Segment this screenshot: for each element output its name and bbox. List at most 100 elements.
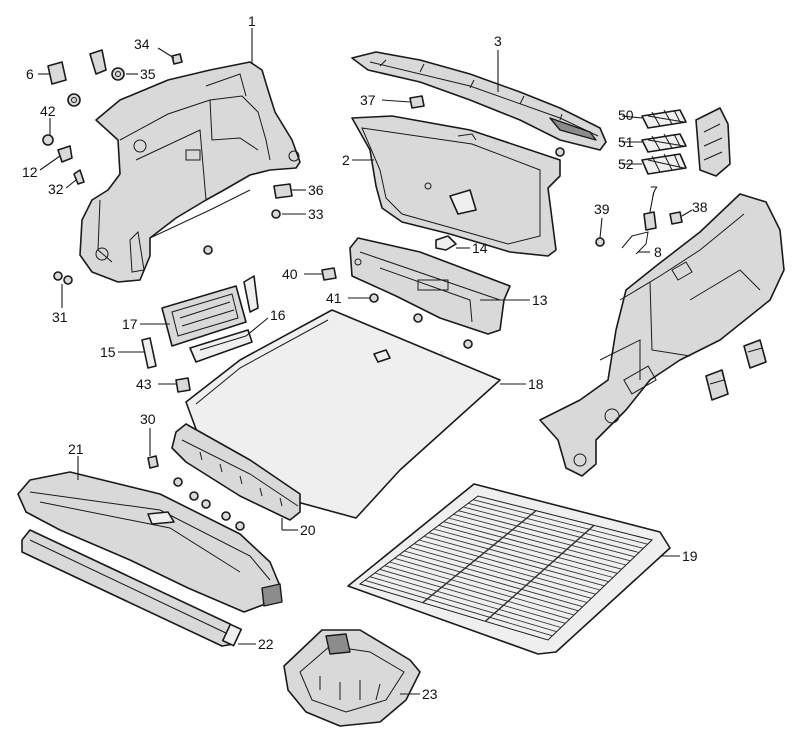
callout-3: 3 bbox=[494, 33, 502, 49]
mat-rib bbox=[453, 513, 631, 562]
callout-38: 38 bbox=[692, 199, 708, 215]
mat-rib bbox=[428, 532, 609, 583]
callout-39: 39 bbox=[594, 201, 610, 217]
mat-rib bbox=[418, 539, 601, 591]
mat-rib bbox=[413, 543, 596, 595]
mat-seam bbox=[422, 510, 537, 604]
callout-17: 17 bbox=[122, 316, 138, 332]
fastener-40 bbox=[321, 267, 337, 281]
callout-30: 30 bbox=[140, 411, 156, 427]
callout-14: 14 bbox=[472, 240, 488, 256]
callout-16: 16 bbox=[270, 307, 286, 323]
mat-rib bbox=[423, 535, 605, 587]
part-52-net bbox=[641, 153, 687, 175]
fastener-8 bbox=[621, 231, 649, 255]
mat-rib bbox=[369, 576, 557, 633]
part-right-side-trim bbox=[539, 193, 785, 477]
callout-52: 52 bbox=[618, 156, 634, 172]
mat-rib bbox=[458, 510, 635, 558]
fastener-31 bbox=[53, 271, 73, 285]
mat-rib bbox=[433, 528, 614, 578]
mat-rib bbox=[394, 557, 579, 612]
callout-50: 50 bbox=[618, 107, 634, 123]
mat-rib bbox=[364, 579, 553, 637]
part-2-lid-trim bbox=[351, 115, 561, 257]
callout-21: 21 bbox=[68, 441, 84, 457]
callouts: 1 2 3 6 7 8 12 13 14 15 16 17 18 bbox=[22, 13, 708, 702]
part-19-cargo-mat bbox=[347, 483, 671, 655]
fastener-2-clip bbox=[555, 147, 565, 157]
mat-rib bbox=[448, 517, 627, 566]
part-17-grille bbox=[161, 285, 247, 347]
callout-37: 37 bbox=[360, 92, 376, 108]
part-22-roller bbox=[21, 529, 243, 647]
fastener-34 bbox=[171, 53, 183, 65]
mat-rib bbox=[384, 565, 570, 620]
fastener-35 bbox=[111, 67, 125, 81]
fastener-row-20 bbox=[173, 477, 245, 531]
fastener-43 bbox=[175, 377, 191, 393]
callout-8: 8 bbox=[654, 244, 662, 260]
mat-rib bbox=[463, 506, 640, 553]
fastener-38 bbox=[669, 211, 683, 225]
callout-32: 32 bbox=[48, 181, 64, 197]
fastener-6 bbox=[47, 61, 67, 85]
fastener-13-screw bbox=[413, 313, 423, 323]
part-15-clip bbox=[141, 337, 157, 369]
callout-40: 40 bbox=[282, 266, 298, 282]
fastener-7 bbox=[643, 211, 657, 231]
mat-rib bbox=[409, 546, 592, 599]
fastener-33 bbox=[271, 209, 281, 219]
callout-6: 6 bbox=[26, 66, 34, 82]
callout-13: 13 bbox=[532, 292, 548, 308]
callout-2: 2 bbox=[342, 152, 350, 168]
callout-33: 33 bbox=[308, 206, 324, 222]
fastener-12-upper bbox=[42, 134, 54, 146]
callout-7: 7 bbox=[650, 183, 658, 199]
bracket-right-2 bbox=[705, 369, 729, 401]
callout-22: 22 bbox=[258, 636, 274, 652]
fastener-37 bbox=[409, 95, 425, 109]
part-1-left-side-trim bbox=[79, 61, 301, 283]
fastener-1-screw bbox=[203, 245, 213, 255]
mat-rib bbox=[389, 561, 575, 616]
mat-rib bbox=[399, 554, 583, 608]
mat-rib bbox=[404, 550, 588, 603]
mat-rib bbox=[443, 521, 622, 570]
callout-36: 36 bbox=[308, 182, 324, 198]
fastener-39 bbox=[595, 237, 605, 247]
fastener-41 bbox=[369, 293, 379, 303]
part-23-storage-tray bbox=[283, 629, 421, 727]
part-51-net bbox=[641, 133, 687, 153]
mat-rib bbox=[374, 572, 562, 628]
part-21-luggage-cover bbox=[17, 471, 283, 613]
part-16-cover bbox=[189, 329, 253, 363]
mat-rib bbox=[438, 524, 618, 574]
callout-23: 23 bbox=[422, 686, 438, 702]
fastener-30 bbox=[147, 455, 159, 469]
callout-51: 51 bbox=[618, 134, 634, 150]
fastener-12 bbox=[57, 145, 73, 163]
mat-rib bbox=[468, 502, 644, 549]
callout-1: 1 bbox=[248, 13, 256, 29]
callout-18: 18 bbox=[528, 376, 544, 392]
fastener-18-clip bbox=[463, 339, 473, 349]
part-20-floor-front-strip bbox=[171, 423, 301, 521]
bracket-right-1 bbox=[743, 339, 767, 369]
callout-41: 41 bbox=[326, 290, 342, 306]
callout-15: 15 bbox=[100, 344, 116, 360]
part-net-bracket bbox=[695, 107, 731, 177]
callout-12: 12 bbox=[22, 164, 38, 180]
part-17a-bracket bbox=[243, 275, 259, 313]
callout-34: 34 bbox=[134, 36, 150, 52]
callout-42: 42 bbox=[40, 103, 56, 119]
callout-35: 35 bbox=[140, 66, 156, 82]
part-14-clip bbox=[435, 235, 457, 251]
mat-seam bbox=[484, 524, 595, 622]
fastener-42 bbox=[67, 93, 81, 107]
callout-19: 19 bbox=[682, 548, 698, 564]
fastener-36 bbox=[273, 183, 293, 199]
mat-rib bbox=[379, 568, 566, 624]
callout-31: 31 bbox=[52, 309, 68, 325]
mat-rib bbox=[472, 499, 648, 545]
